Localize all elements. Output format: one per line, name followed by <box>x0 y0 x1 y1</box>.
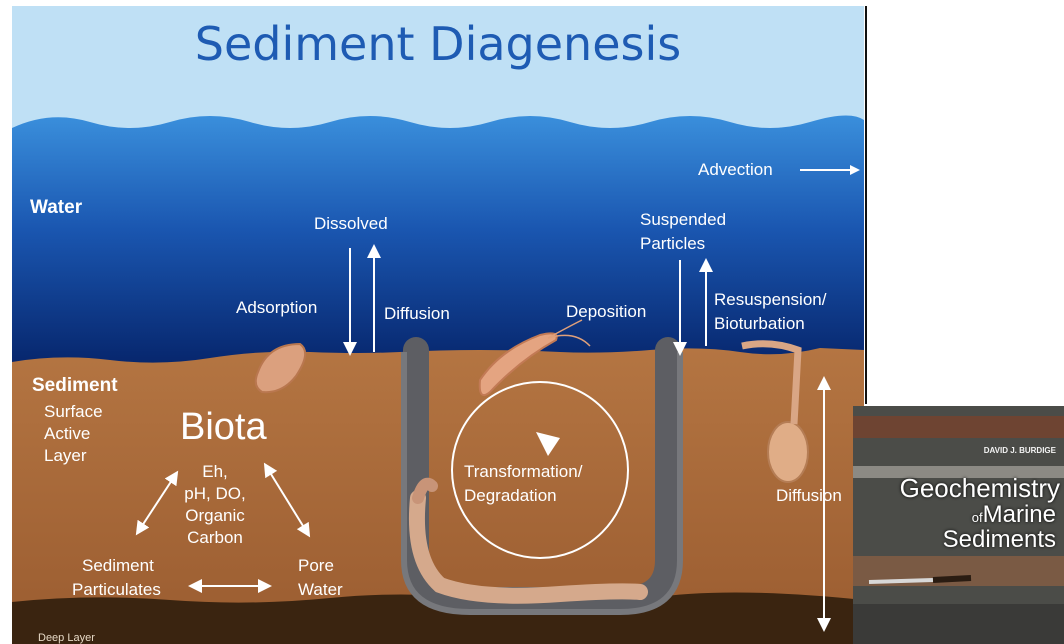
particulates-label-2: Particulates <box>72 580 161 600</box>
knife-blade <box>869 580 933 582</box>
deep-layer-label: Deep Layer <box>38 632 95 644</box>
biota-label: Biota <box>180 406 267 448</box>
dissolved-label: Dissolved <box>314 214 388 234</box>
diffusion-lower-label: Diffusion <box>776 486 842 506</box>
book-band-1 <box>853 416 1064 438</box>
transformation-label-1: Transformation/ <box>464 462 582 482</box>
resuspension-label-1: Resuspension/ <box>714 290 826 310</box>
knife-handle <box>933 578 971 580</box>
advection-label: Advection <box>698 160 773 180</box>
book-title-line3: Sediments <box>943 527 1056 553</box>
deposition-label: Deposition <box>566 302 646 322</box>
suspended-label-2: Particles <box>640 234 705 254</box>
surface-label-2: Active <box>44 424 90 444</box>
book-title-of: of <box>972 510 983 525</box>
resuspension-label-2: Bioturbation <box>714 314 805 334</box>
clam-shell <box>768 422 808 482</box>
suspended-label-1: Suspended <box>640 210 726 230</box>
pore-water-label-2: Water <box>298 580 343 600</box>
surface-label-1: Surface <box>44 402 103 422</box>
eh-label-1: Eh, <box>180 462 250 482</box>
surface-label-3: Layer <box>44 446 87 466</box>
book-author: DAVID J. BURDIGE <box>984 446 1056 456</box>
book-title-marine: Marine <box>983 501 1056 528</box>
adsorption-label: Adsorption <box>236 298 317 318</box>
sediment-label: Sediment <box>32 376 118 396</box>
transformation-label-2: Degradation <box>464 486 557 506</box>
pore-water-label-1: Pore <box>298 556 334 576</box>
eh-label-4: Carbon <box>170 528 260 548</box>
eh-label-3: Organic <box>170 506 260 526</box>
diffusion-upper-label: Diffusion <box>384 304 450 324</box>
diagram-title: Sediment Diagenesis <box>12 14 864 74</box>
book-title-line1: Geochemistry <box>900 474 1060 502</box>
particulates-label-1: Sediment <box>82 556 154 576</box>
water-label: Water <box>30 198 82 218</box>
eh-label-2: pH, DO, <box>170 484 260 504</box>
book-cover: DAVID J. BURDIGE Geochemistry ofMarine S… <box>853 406 1064 644</box>
book-band-4 <box>853 604 1064 644</box>
